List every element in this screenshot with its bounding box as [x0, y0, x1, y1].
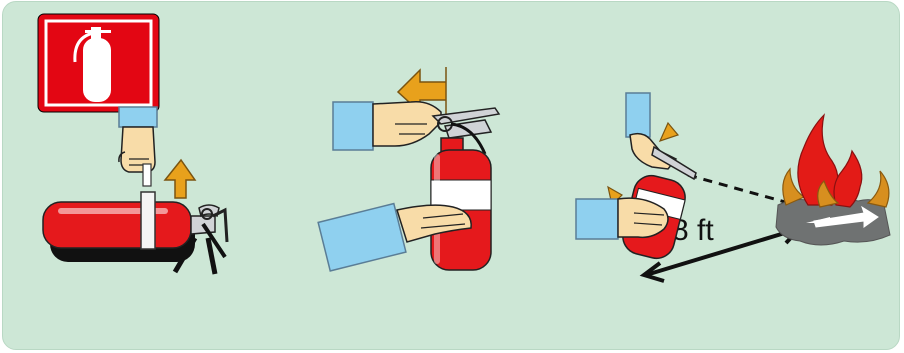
scene-aim	[303, 62, 533, 292]
extinguisher-icon	[42, 191, 229, 275]
aim-line	[687, 173, 804, 209]
sweep-arrow-icon	[806, 205, 879, 228]
fire-extinguisher-sign-icon	[37, 13, 160, 113]
arrow-up-icon	[163, 158, 197, 199]
arrow-squeeze-top-icon	[658, 121, 680, 142]
hand-icon	[332, 100, 442, 151]
hand-icon	[317, 202, 472, 272]
scene-pull-pin	[3, 2, 263, 302]
scene-squeeze-sweep: 8 ft	[568, 87, 899, 297]
fire-icon	[782, 113, 890, 208]
extinguisher-icon	[430, 107, 501, 271]
hand-icon	[118, 106, 158, 187]
hand-icon	[575, 197, 669, 240]
